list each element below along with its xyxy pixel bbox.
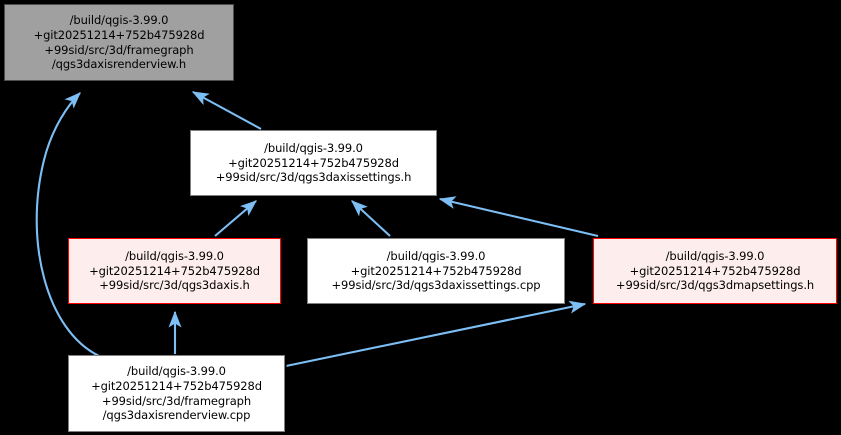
node-qgs3daxisrenderview-h[interactable]: /build/qgis-3.99.0 +git20251214+752b4759…: [4, 4, 234, 81]
node-label-line: +99sid/src/3d/framegraph: [44, 42, 194, 57]
node-label-line: +99sid/src/3d/qgs3daxissettings.cpp: [331, 278, 541, 293]
edge-axissettings-h-to-axisrenderview-h: [191, 91, 262, 130]
node-label-line: +git20251214+752b475928d: [89, 263, 260, 278]
node-label-line: /build/qgis-3.99.0: [69, 12, 169, 27]
node-label-line: +git20251214+752b475928d: [91, 378, 262, 393]
node-label-line: +git20251214+752b475928d: [33, 27, 205, 42]
node-label-line: /build/qgis-3.99.0: [264, 140, 363, 155]
node-label-line: +git20251214+752b475928d: [228, 155, 399, 170]
node-qgs3daxisrenderview-cpp[interactable]: /build/qgis-3.99.0 +git20251214+752b4759…: [68, 355, 285, 432]
node-label-line: +git20251214+752b475928d: [629, 263, 801, 278]
node-label-line: /qgs3daxisrenderview.h: [51, 57, 187, 72]
node-label-line: /build/qgis-3.99.0: [386, 248, 486, 263]
node-label-line: /build/qgis-3.99.0: [665, 248, 765, 263]
edge-axis-h-to-axissettings-h: [214, 200, 257, 237]
edge-axisrenderview-cpp-to-mapsettings-h: [285, 300, 587, 368]
node-label-line: /build/qgis-3.99.0: [127, 363, 226, 378]
edge-axisrenderview-cpp-to-axisrenderview-h: [35, 92, 100, 357]
node-label-line: +99sid/src/3d/qgs3daxis.h: [99, 278, 250, 293]
node-label-line: +git20251214+752b475928d: [350, 263, 522, 278]
node-qgs3daxissettings-h[interactable]: /build/qgis-3.99.0 +git20251214+752b4759…: [190, 130, 437, 196]
edge-axissettings-cpp-to-axissettings-h: [351, 200, 391, 237]
node-qgs3dmapsettings-h[interactable]: /build/qgis-3.99.0 +git20251214+752b4759…: [593, 238, 837, 304]
edge-mapsettings-h-to-axissettings-h: [438, 196, 599, 238]
node-label-line: +99sid/src/3d/qgs3daxissettings.h: [215, 170, 412, 185]
node-qgs3daxissettings-cpp[interactable]: /build/qgis-3.99.0 +git20251214+752b4759…: [307, 238, 565, 304]
node-label-line: /qgs3daxisrenderview.cpp: [102, 408, 251, 423]
node-qgs3daxis-h[interactable]: /build/qgis-3.99.0 +git20251214+752b4759…: [68, 238, 281, 304]
node-label-line: +99sid/src/3d/qgs3dmapsettings.h: [615, 278, 815, 293]
node-label-line: +99sid/src/3d/framegraph: [101, 393, 252, 408]
node-label-line: /build/qgis-3.99.0: [125, 248, 224, 263]
